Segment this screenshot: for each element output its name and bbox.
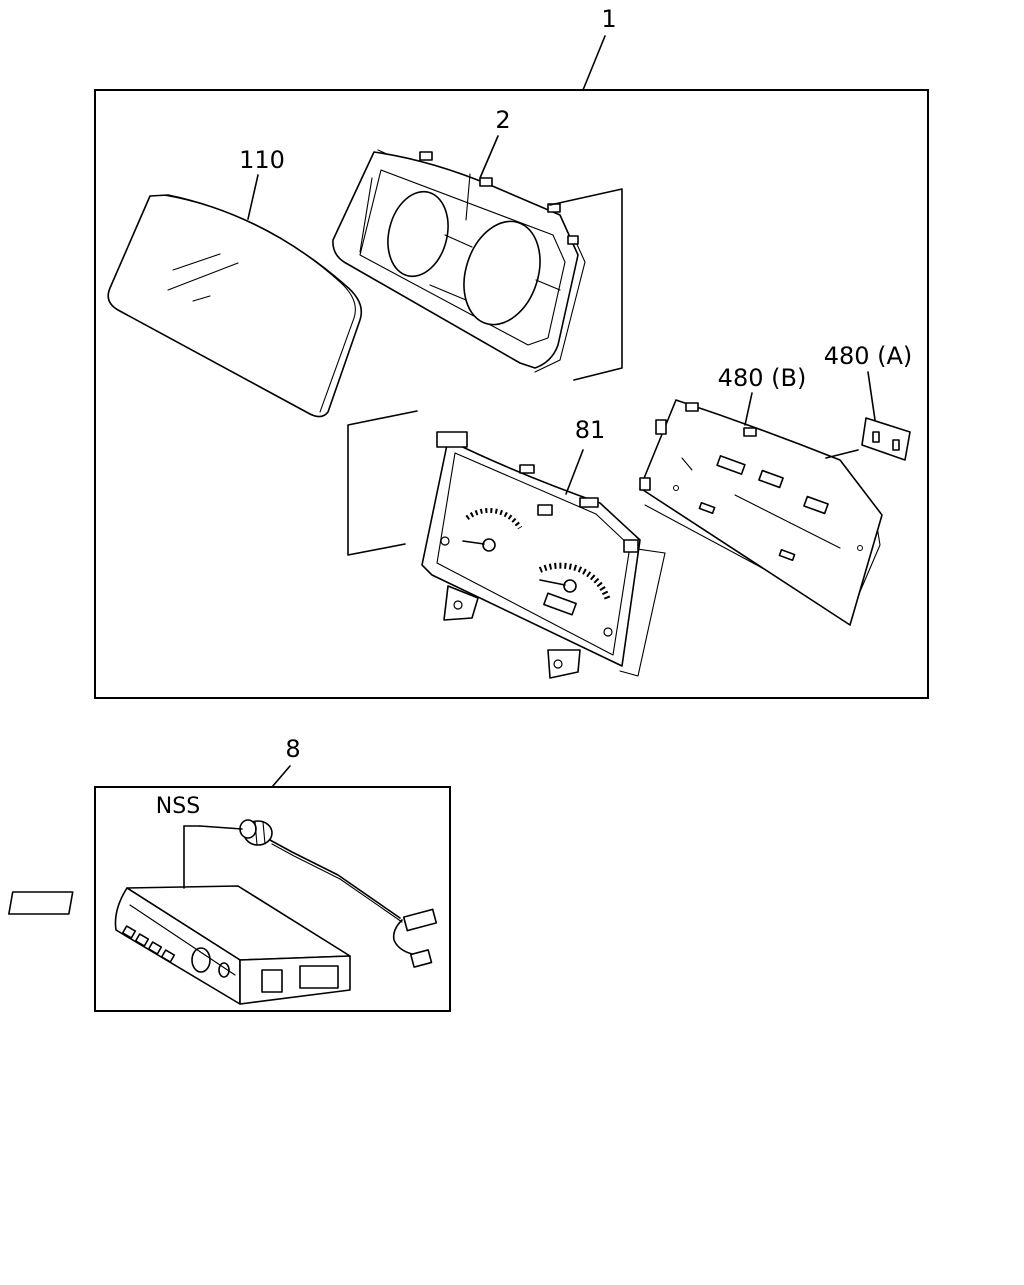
dial-plate-part: 81 xyxy=(421,416,666,679)
sub-board-leader-2 xyxy=(825,449,859,459)
callout-assembly: 1 xyxy=(601,5,616,33)
board-tab-2 xyxy=(639,477,651,491)
board-slot-3 xyxy=(803,495,829,515)
large-gauge-needle xyxy=(539,579,566,586)
large-gauge-hub xyxy=(563,579,577,593)
indicator-window xyxy=(537,504,553,516)
assembly-frame xyxy=(94,89,929,699)
board-trace-2 xyxy=(681,457,693,471)
radio-preset-3 xyxy=(147,941,163,955)
bezel-group-bracket xyxy=(549,188,623,381)
nss-plug-1 xyxy=(402,908,438,932)
nss-leader-1 xyxy=(199,825,243,830)
lens-part: 110 xyxy=(107,146,363,418)
nss-plug-2 xyxy=(409,949,433,968)
sub-board-slot-1 xyxy=(872,431,880,443)
radio-front xyxy=(114,887,241,1005)
bezel-part: 2 xyxy=(332,106,586,373)
large-gauge-scale xyxy=(538,562,611,602)
bezel-tab-2 xyxy=(479,177,493,187)
sub-board-outline xyxy=(861,417,911,461)
nss-cable xyxy=(269,839,401,919)
sub-board-slot-2 xyxy=(892,439,900,451)
dial-mount-right xyxy=(547,649,581,679)
dial-group-bracket xyxy=(347,410,418,556)
bezel-rib-5 xyxy=(465,173,471,221)
dial-plate-outline xyxy=(421,439,641,667)
sub-board-leader-1 xyxy=(867,371,876,421)
board-slot-4 xyxy=(698,501,716,515)
callout-circuit-board: 480 (B) xyxy=(718,364,807,392)
radio-top-panel xyxy=(8,891,74,915)
dial-plate-leader xyxy=(565,449,584,495)
callout-sub-board: 480 (A) xyxy=(824,342,913,370)
bezel-rib-1 xyxy=(359,177,373,253)
board-hole-1 xyxy=(673,485,679,491)
dial-tab-1 xyxy=(436,431,468,448)
lens-outline xyxy=(107,194,363,418)
dial-mount-left-hole xyxy=(453,600,463,610)
bezel-rib-4 xyxy=(535,279,561,291)
small-gauge-hub xyxy=(482,538,496,552)
lens-leader xyxy=(247,174,259,220)
circuit-board-leader xyxy=(744,392,753,426)
bezel-rib-2 xyxy=(444,234,473,248)
radio-preset-2 xyxy=(134,933,150,947)
radio-side-window-2 xyxy=(299,965,339,989)
audio-leader xyxy=(271,765,291,788)
bezel-inner-frame xyxy=(359,169,566,346)
nss-cable-2 xyxy=(271,843,403,923)
board-slot-2 xyxy=(758,469,784,489)
warning-lamp-right xyxy=(603,627,613,637)
dial-mount-right-hole xyxy=(553,659,563,669)
bezel-rib-3 xyxy=(429,284,467,301)
dial-plate-inner xyxy=(436,452,631,656)
callout-nss: NSS xyxy=(156,794,200,819)
board-slot-5 xyxy=(778,548,796,562)
bezel-tab-4 xyxy=(567,235,579,245)
lens-edge xyxy=(162,194,356,413)
bezel-leader xyxy=(479,135,499,179)
small-gauge-scale xyxy=(465,507,523,530)
dial-tab-4 xyxy=(623,539,639,553)
callout-lens: 110 xyxy=(239,146,285,174)
callout-dial-plate: 81 xyxy=(575,416,606,444)
callout-bezel: 2 xyxy=(495,106,510,134)
warning-lamp-left xyxy=(440,536,450,546)
lens-glare-2 xyxy=(167,262,239,291)
board-side xyxy=(644,504,881,616)
small-gauge-needle xyxy=(462,540,485,545)
radio-preset-4 xyxy=(160,949,176,963)
radio-side-window-1 xyxy=(261,969,283,993)
board-tab-1 xyxy=(655,419,667,435)
assembly-leader xyxy=(582,35,606,91)
sub-board-part: 480 (A) xyxy=(824,342,913,461)
circuit-board-part: 480 (B) xyxy=(639,364,883,626)
dial-tab-3 xyxy=(579,497,599,508)
board-trace-1 xyxy=(734,494,841,549)
nss-cable-branch xyxy=(392,919,413,955)
radio-knob xyxy=(191,947,211,973)
callout-audio-unit: 8 xyxy=(285,735,300,763)
odometer-window xyxy=(543,592,577,616)
radio-panel-line xyxy=(129,904,236,976)
board-tab-3 xyxy=(685,402,699,412)
audio-group: 8 NSS xyxy=(8,735,451,1012)
nss-ring-1 xyxy=(254,820,258,846)
bezel-tab-1 xyxy=(419,151,433,161)
bezel-gauge-window-right xyxy=(463,220,541,326)
bezel-gauge-window-left xyxy=(387,190,449,278)
lens-glare-1 xyxy=(172,253,221,271)
radio-preset-1 xyxy=(121,925,137,939)
lens-glare-3 xyxy=(192,295,211,302)
board-hole-2 xyxy=(857,545,863,551)
assembly-group: 1 xyxy=(94,5,929,699)
dial-tab-2 xyxy=(519,464,535,474)
nss-ring-2 xyxy=(262,821,266,845)
board-tab-4 xyxy=(743,427,757,437)
dial-plate-side xyxy=(619,547,666,677)
board-slot-1 xyxy=(716,455,746,475)
board-outline xyxy=(639,399,883,626)
